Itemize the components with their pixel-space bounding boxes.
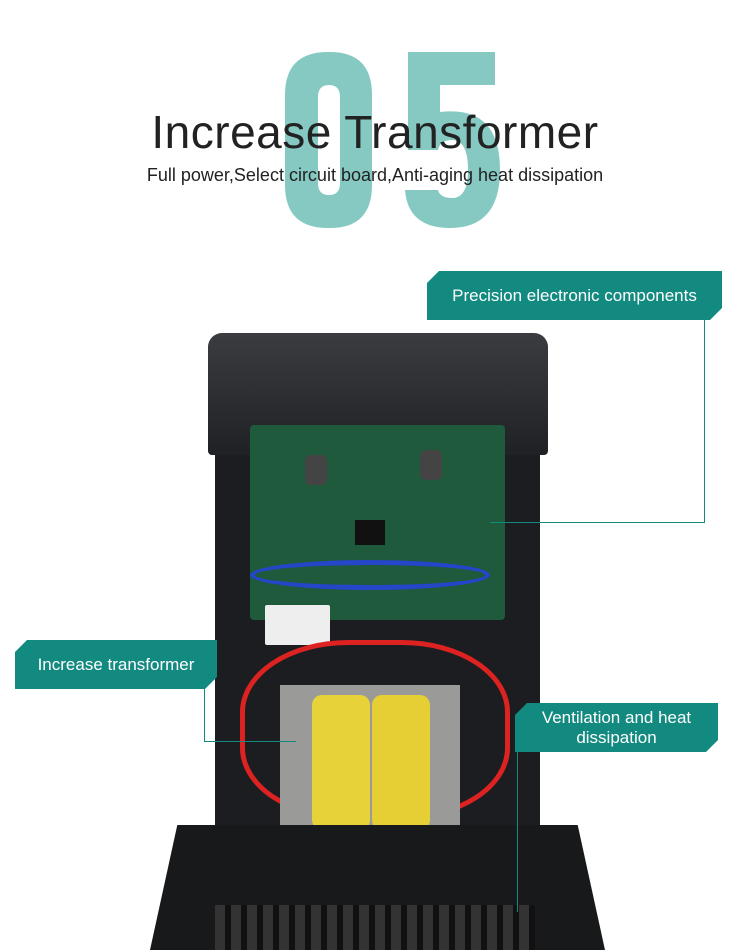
transformer-coil bbox=[312, 695, 370, 830]
capacitor bbox=[420, 450, 442, 480]
callout-line bbox=[204, 689, 296, 742]
callout-line bbox=[490, 320, 705, 523]
callout-line bbox=[517, 752, 518, 912]
wires bbox=[250, 560, 490, 590]
callout-ventilation: Ventilation and heat dissipation bbox=[515, 703, 718, 752]
callout-increase-transformer: Increase transformer bbox=[15, 640, 217, 689]
connector bbox=[265, 605, 330, 645]
digit-zero-shape bbox=[285, 52, 372, 228]
digit-five-shape bbox=[405, 52, 500, 228]
page-subtitle: Full power,Select circuit board,Anti-agi… bbox=[146, 165, 604, 185]
capacitor bbox=[305, 455, 327, 485]
callout-precision-components: Precision electronic components bbox=[427, 271, 722, 320]
chip bbox=[355, 520, 385, 545]
page-title: Increase Transformer bbox=[151, 106, 599, 158]
transformer-coil bbox=[372, 695, 430, 830]
section-number-graphic bbox=[285, 52, 500, 228]
vent-slots bbox=[215, 905, 535, 950]
